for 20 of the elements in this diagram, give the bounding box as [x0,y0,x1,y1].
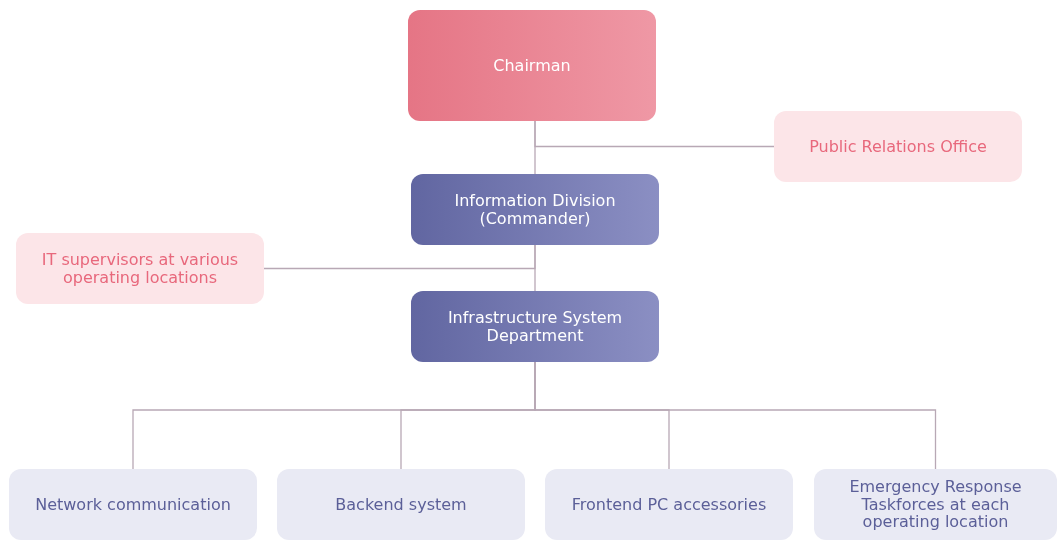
org-box [545,469,793,540]
connector-line [534,120,775,148]
box-label: Public Relations Office [809,137,987,156]
box-label: IT supervisors at various operating locations [40,250,240,287]
box-label: Backend system [335,495,467,514]
box-label: Frontend PC accessories [571,495,767,514]
org-box [16,233,264,304]
org-box [774,111,1022,182]
org-box [9,469,257,540]
box-label: Information Division (Commander) [453,191,617,228]
box-label: Chairman [493,56,571,75]
connector-line [263,244,536,270]
box-label: Network communication [35,495,231,514]
org-box [411,174,659,245]
org-box [814,469,1057,540]
box-label: Infrastructure System Department [446,308,624,345]
box-label: Emergency Response Taskforces at each operating location [848,478,1023,531]
org-box [411,291,659,362]
org-box [408,10,656,121]
org-box [277,469,525,540]
